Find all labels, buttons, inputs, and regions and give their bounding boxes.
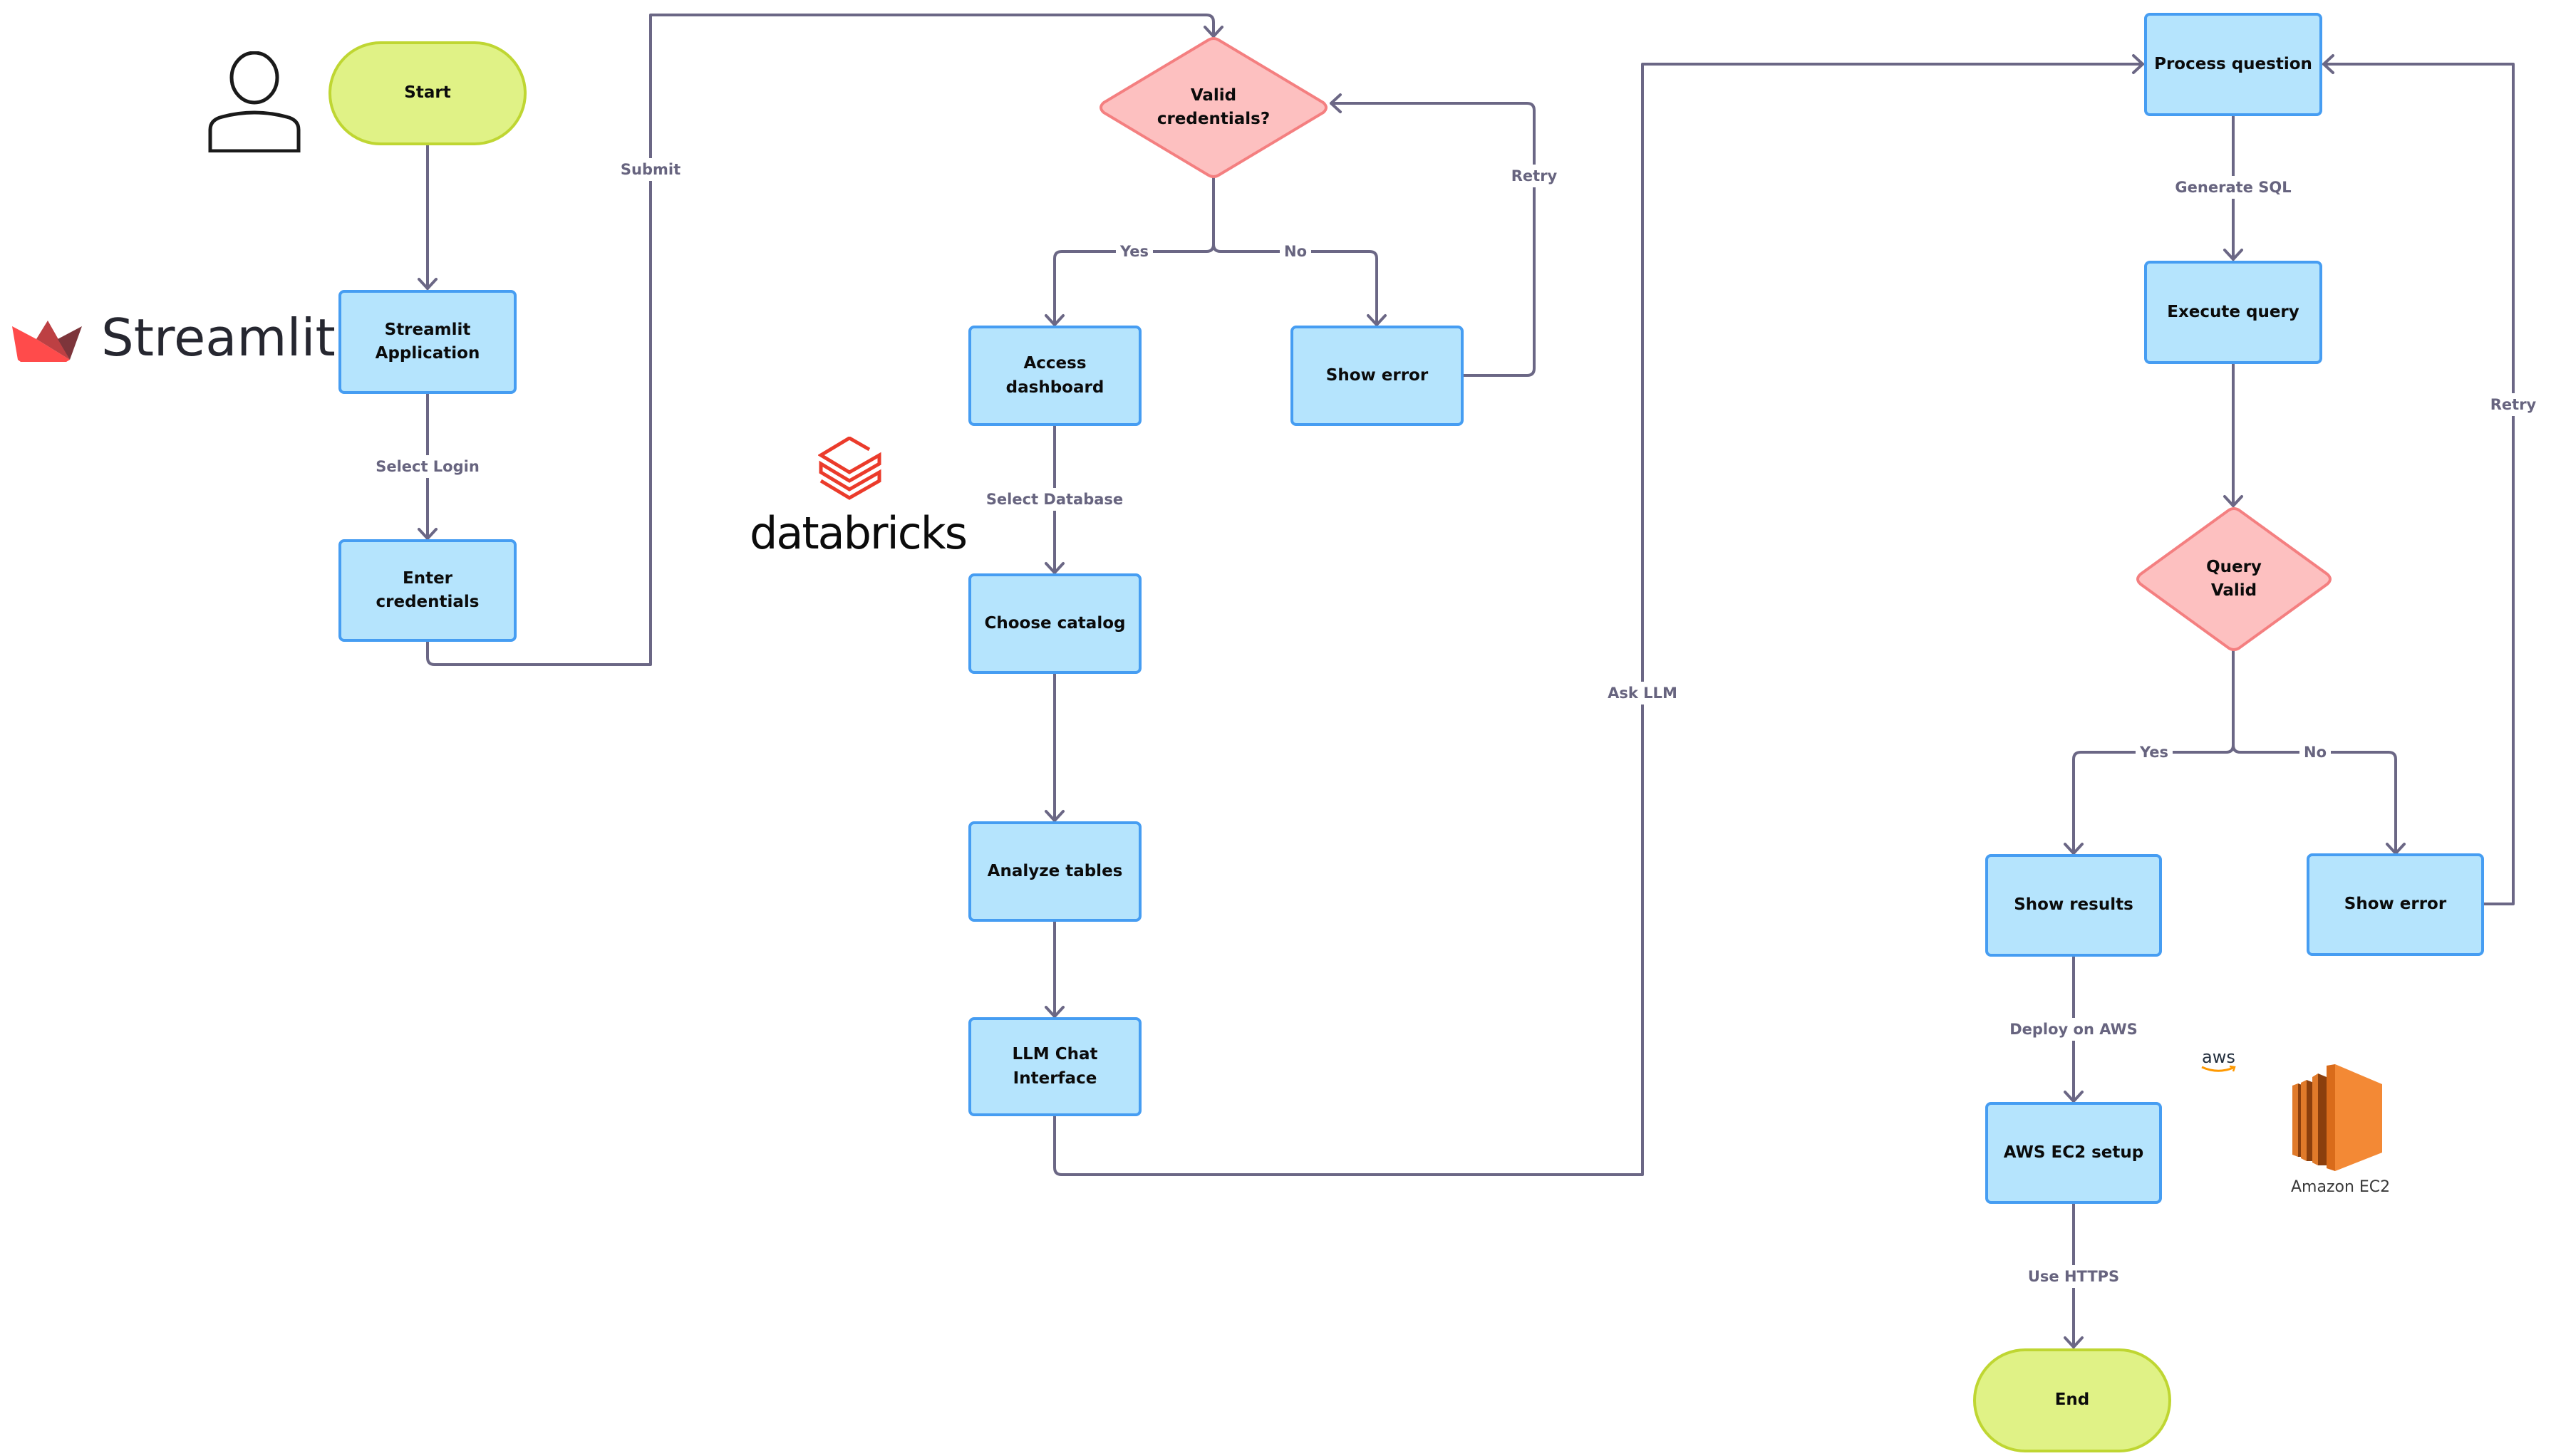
arrowhead-icon: [2064, 1091, 2084, 1103]
decision-diamond-shape: [2136, 507, 2332, 651]
edge-label-no-query: No: [2299, 741, 2332, 764]
arrowhead-icon: [2064, 1336, 2084, 1348]
node-llm-chat-interface-label: LLM Chat Interface: [1012, 1045, 1098, 1088]
node-analyze-tables[interactable]: Analyze tables: [968, 821, 1142, 922]
node-llm-chat-interface[interactable]: LLM Chat Interface: [968, 1017, 1142, 1116]
node-choose-catalog[interactable]: Choose catalog: [968, 573, 1142, 674]
node-execute-query-label: Execute query: [2167, 302, 2299, 321]
amazon-ec2-icon: [2292, 1064, 2382, 1171]
node-enter-credentials[interactable]: Enter credentials: [338, 539, 517, 642]
node-show-error-query-label: Show error: [2344, 895, 2447, 914]
edge-label-retry-login: Retry: [1506, 165, 1562, 187]
arrowhead-icon: [1045, 810, 1065, 822]
arrowhead-icon: [1204, 26, 1223, 38]
node-show-error-query[interactable]: Show error: [2307, 853, 2484, 956]
aws-logo-text: aws: [2202, 1047, 2235, 1067]
edge-label-submit: Submit: [616, 158, 685, 181]
edge-label-select-login: Select Login: [371, 455, 484, 478]
edge-label-use-https: Use HTTPS: [2023, 1265, 2124, 1288]
arrowhead-icon: [1045, 1006, 1065, 1018]
arrowhead-icon: [1367, 314, 1387, 326]
edge-label-retry-query: Retry: [2485, 393, 2541, 416]
edge-label-yes-query: Yes: [2135, 741, 2173, 764]
edge-retry-query: [2322, 63, 2515, 905]
aws-logo: aws: [2200, 1047, 2239, 1076]
arrowhead-icon: [2322, 54, 2334, 74]
databricks-logo-text: databricks: [750, 507, 968, 559]
arrowhead-icon: [1045, 562, 1065, 574]
node-execute-query[interactable]: Execute query: [2144, 261, 2322, 364]
edge-query-no: [2232, 744, 2397, 854]
edge-label-yes-login: Yes: [1115, 240, 1154, 263]
arrowhead-icon: [2223, 249, 2243, 261]
node-show-results-label: Show results: [2014, 895, 2133, 915]
node-analyze-tables-label: Analyze tables: [987, 861, 1123, 880]
arrowhead-icon: [1330, 93, 1342, 113]
edge-retry-login: [1330, 102, 1536, 377]
node-aws-ec2-setup-label: AWS EC2 setup: [2003, 1143, 2144, 1162]
edge-credentials-to-valid: [426, 14, 1215, 666]
node-streamlit-application-label: Streamlit Application: [375, 320, 480, 363]
edge-label-deploy-on-aws: Deploy on AWS: [2005, 1018, 2142, 1041]
amazon-ec2-label: Amazon EC2: [2291, 1178, 2391, 1196]
streamlit-crown-icon: [12, 321, 82, 362]
node-streamlit-application[interactable]: Streamlit Application: [338, 290, 517, 394]
person-icon: [208, 51, 301, 152]
streamlit-logo-text: Streamlit: [101, 308, 336, 368]
node-start-label: Start: [404, 83, 451, 103]
node-choose-catalog-label: Choose catalog: [984, 613, 1126, 633]
edge-label-generate-sql: Generate SQL: [2170, 176, 2296, 199]
node-end-label: End: [2054, 1390, 2090, 1410]
edge-label-ask-llm: Ask LLM: [1603, 682, 1682, 704]
edge-llm-to-process: [1053, 63, 2144, 1176]
node-access-dashboard[interactable]: Access dashboard: [968, 326, 1142, 426]
edge-valid-no: [1212, 243, 1378, 326]
arrowhead-icon: [418, 528, 438, 540]
node-show-error-login[interactable]: Show error: [1290, 326, 1464, 426]
databricks-stack-icon: [818, 437, 881, 500]
node-aws-ec2-setup[interactable]: AWS EC2 setup: [1985, 1102, 2162, 1204]
node-end[interactable]: End: [1973, 1348, 2171, 1452]
node-show-results[interactable]: Show results: [1985, 854, 2162, 957]
arrowhead-icon: [1045, 314, 1065, 326]
arrowhead-icon: [418, 278, 438, 290]
node-show-error-login-label: Show error: [1325, 365, 1429, 385]
decision-diamond-shape: [1100, 37, 1328, 178]
edge-label-no-login: No: [1279, 240, 1312, 263]
node-process-question[interactable]: Process question: [2144, 13, 2322, 116]
edge-label-select-database: Select Database: [981, 488, 1128, 511]
arrowhead-icon: [2223, 495, 2243, 507]
node-query-valid-label: Query Valid: [2206, 557, 2262, 600]
node-valid-credentials-label: Valid credentials?: [1157, 85, 1271, 128]
node-query-valid[interactable]: Query Valid: [2135, 507, 2333, 651]
node-enter-credentials-label: Enter credentials: [376, 568, 480, 611]
aws-smile-icon: [2201, 1065, 2236, 1072]
node-process-question-label: Process question: [2154, 54, 2312, 73]
arrowhead-icon: [2132, 54, 2144, 74]
arrowhead-icon: [2064, 843, 2084, 855]
node-valid-credentials[interactable]: Valid credentials?: [1098, 37, 1329, 178]
node-access-dashboard-label: Access dashboard: [1005, 354, 1104, 397]
node-start[interactable]: Start: [328, 41, 527, 145]
